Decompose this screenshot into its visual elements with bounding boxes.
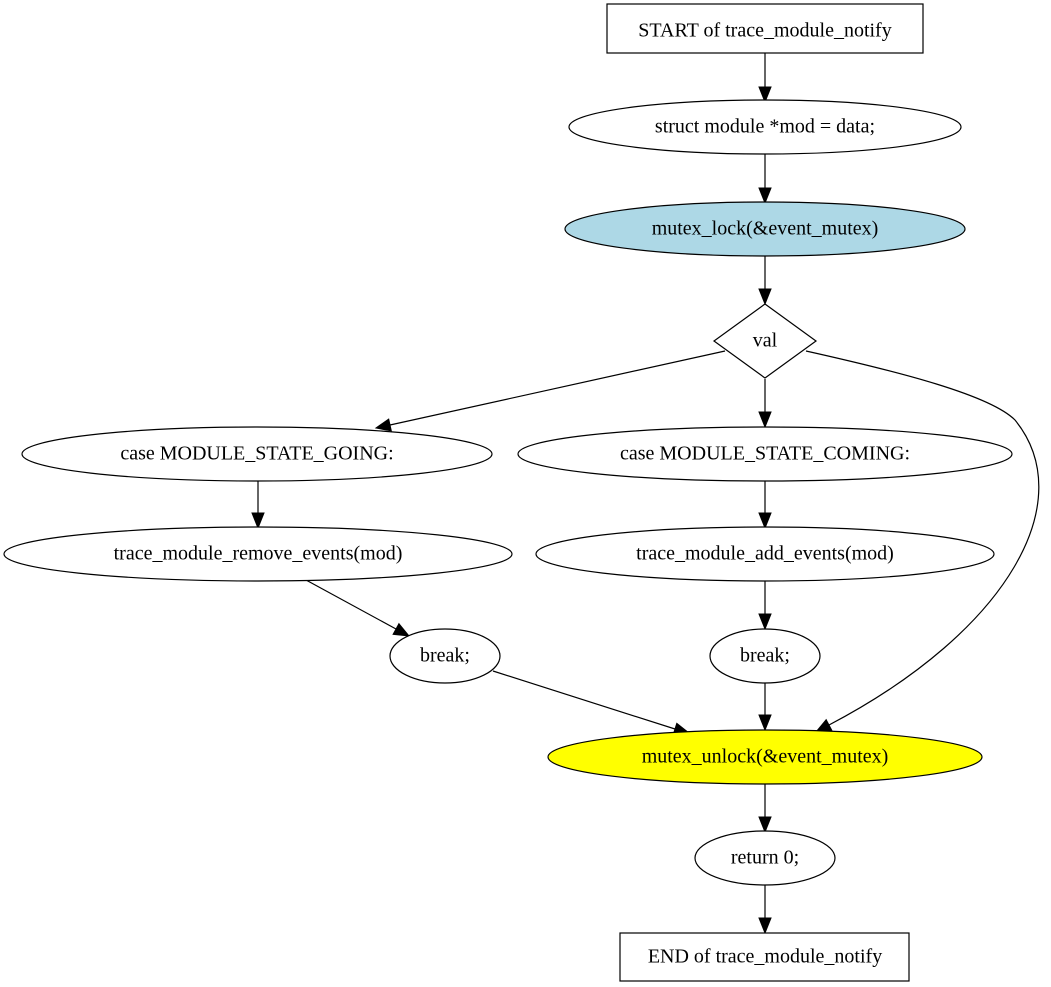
edge-switch-val-to-case-coming <box>758 379 772 429</box>
node-add-events: trace_module_add_events(mod) <box>535 526 995 582</box>
node-start: START of trace_module_notify <box>606 3 924 54</box>
edge-lock-to-switch-val <box>758 256 772 306</box>
node-mutex-unlock-label: mutex_unlock(&event_mutex) <box>642 746 889 768</box>
node-case-going: case MODULE_STATE_GOING: <box>21 426 493 482</box>
node-assign-mod-label: struct module *mod = data; <box>655 116 875 138</box>
node-return-zero: return 0; <box>694 830 836 886</box>
edge-return-zero-to-end <box>758 884 772 935</box>
node-assign-mod: struct module *mod = data; <box>568 99 962 155</box>
edge-case-coming-to-add-events <box>758 481 772 530</box>
node-mutex-unlock: mutex_unlock(&event_mutex) <box>547 729 983 785</box>
node-mutex-lock-label: mutex_lock(&event_mutex) <box>652 218 879 240</box>
edge-assign-mod-to-lock <box>758 154 772 205</box>
node-case-going-label: case MODULE_STATE_GOING: <box>120 443 393 465</box>
node-mutex-lock: mutex_lock(&event_mutex) <box>564 201 966 257</box>
node-end-label: END of trace_module_notify <box>648 946 882 968</box>
node-switch-val-label: val <box>753 330 778 352</box>
node-end: END of trace_module_notify <box>619 932 910 982</box>
edge-start-to-assign-mod <box>758 53 772 104</box>
node-remove-events: trace_module_remove_events(mod) <box>3 526 513 582</box>
node-add-events-label: trace_module_add_events(mod) <box>636 543 894 565</box>
edge-case-going-to-remove-events <box>251 481 265 530</box>
node-break-coming: break; <box>709 628 821 684</box>
edge-add-events-to-break-coming <box>758 581 772 631</box>
edge-switch-val-to-case-going <box>374 350 726 432</box>
node-break-going: break; <box>389 628 501 684</box>
node-case-coming: case MODULE_STATE_COMING: <box>517 426 1013 482</box>
edge-unlock-to-return-zero <box>758 783 772 834</box>
edge-break-coming-to-unlock <box>758 682 772 732</box>
node-start-label: START of trace_module_notify <box>638 20 891 42</box>
node-break-coming-label: break; <box>740 645 790 667</box>
node-remove-events-label: trace_module_remove_events(mod) <box>114 543 403 565</box>
edge-remove-events-to-break-going <box>305 579 411 637</box>
node-case-coming-label: case MODULE_STATE_COMING: <box>620 443 910 465</box>
edges <box>251 53 1040 935</box>
node-break-going-label: break; <box>420 645 470 667</box>
node-switch-val: val <box>712 303 818 379</box>
edge-break-going-to-unlock <box>492 670 691 736</box>
node-return-zero-label: return 0; <box>731 847 799 869</box>
